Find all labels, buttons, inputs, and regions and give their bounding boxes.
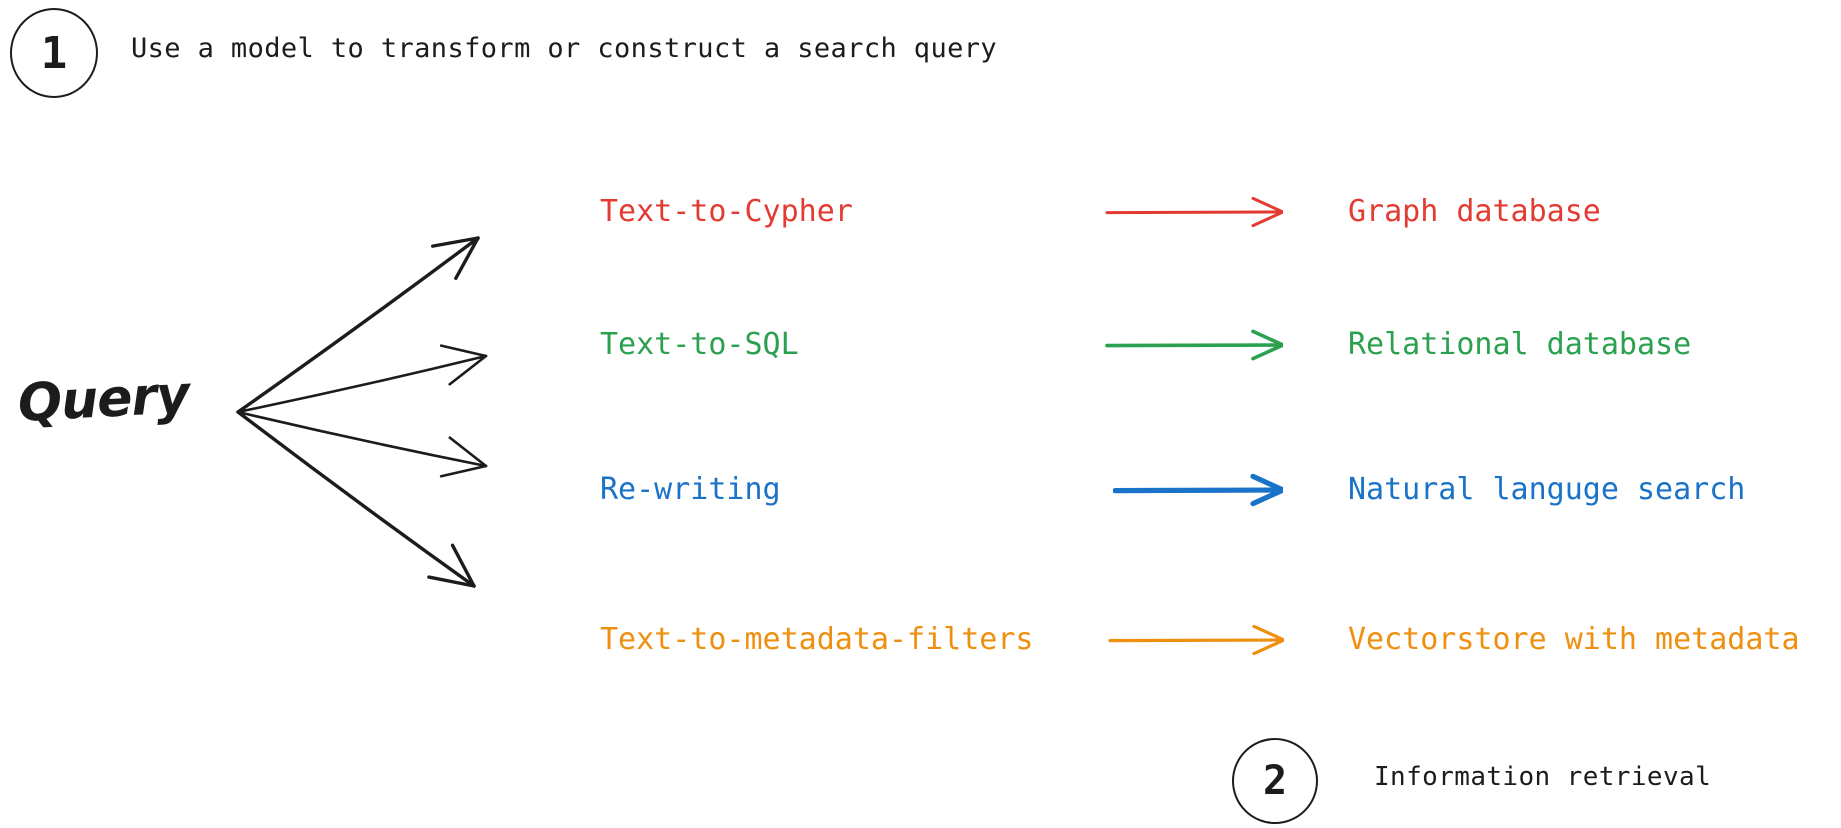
row-arrow — [1105, 317, 1283, 373]
query-node-label: Query — [16, 365, 191, 434]
step-badge-2: 2 — [1232, 738, 1318, 824]
row-target-label: Graph database — [1348, 194, 1601, 229]
step-caption-1: Use a model to transform or construct a … — [131, 33, 998, 64]
row-target-label: Vectorstore with metadata — [1348, 622, 1800, 657]
mapping-row: Text-to-SQL Relational database — [0, 317, 1841, 373]
row-target-label: Relational database — [1348, 327, 1692, 362]
row-source-label: Text-to-metadata-filters — [600, 622, 1034, 657]
row-arrow — [1108, 612, 1284, 668]
mapping-row: Re-writing Natural languge search — [0, 462, 1841, 518]
row-source-label: Re-writing — [600, 472, 781, 507]
mapping-row: Text-to-Cypher Graph database — [0, 184, 1841, 240]
mapping-row: Text-to-metadata-filters Vectorstore wit… — [0, 612, 1841, 668]
row-source-label: Text-to-SQL — [600, 327, 799, 362]
row-arrow — [1113, 462, 1283, 518]
step-caption-2: Information retrieval — [1374, 762, 1712, 792]
row-target-label: Natural languge search — [1348, 472, 1746, 507]
row-source-label: Text-to-Cypher — [600, 194, 853, 229]
row-arrow — [1105, 184, 1283, 240]
step-badge-1: 1 — [10, 8, 98, 98]
